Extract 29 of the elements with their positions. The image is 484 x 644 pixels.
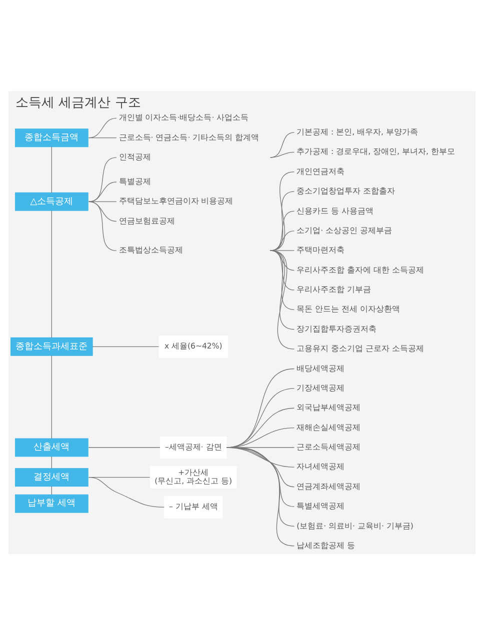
node-box: △소득공제 (14, 192, 88, 210)
connector (270, 250, 295, 330)
connector (270, 250, 295, 349)
connector (270, 230, 295, 250)
connector (270, 190, 295, 250)
node-box: 산출세액 (14, 438, 88, 456)
node-box: 종합소득과세표준 (10, 336, 93, 356)
connector (51, 210, 52, 338)
connector (51, 456, 52, 468)
connector (51, 354, 52, 438)
diagram-title: 소득세 세금계산 구조 (16, 94, 141, 110)
node-box: 납부할 세액 (14, 494, 88, 512)
connector (88, 200, 117, 250)
connector (88, 476, 164, 507)
connector (88, 137, 117, 138)
connector (270, 151, 295, 158)
connector (270, 250, 295, 290)
node-box: 결정세액 (14, 468, 88, 486)
connector (88, 181, 117, 202)
connector (270, 250, 295, 310)
connector (88, 156, 117, 202)
connector (88, 446, 160, 448)
connector (270, 171, 295, 250)
connector (270, 132, 295, 158)
connector (88, 117, 117, 138)
node-box: 종합소득금액 (14, 128, 88, 147)
connector (270, 210, 295, 250)
connector (51, 146, 52, 193)
connector (226, 446, 295, 546)
